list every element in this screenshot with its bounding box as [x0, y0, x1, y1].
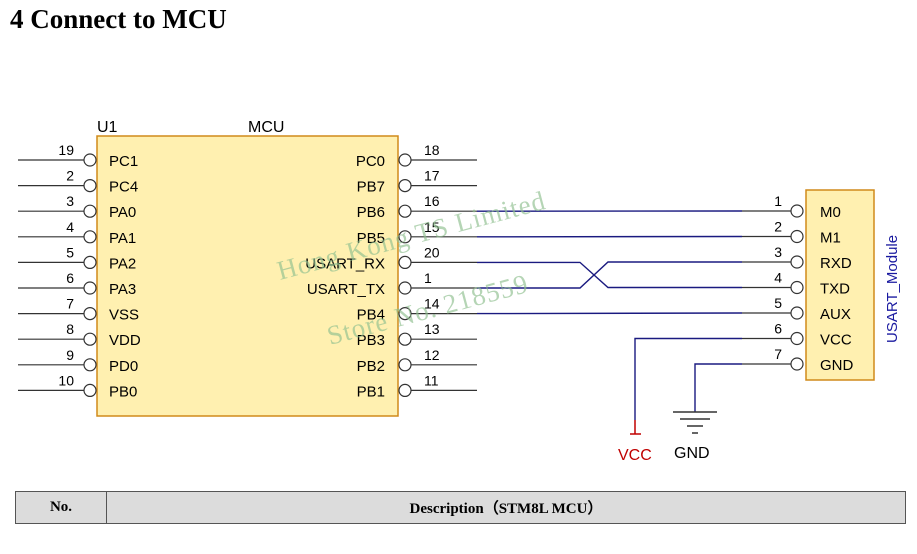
- mcu-pin-label: USART_TX: [307, 281, 385, 298]
- module-pin-number: 7: [774, 346, 782, 362]
- mcu-pin-number: 11: [424, 372, 439, 388]
- mcu-pin-circle: [398, 204, 412, 218]
- mcu-pin-circle: [398, 153, 412, 167]
- mcu-pin-circle: [83, 281, 97, 295]
- mcu-pin-circle: [83, 358, 97, 372]
- mcu-pin-label: PB4: [357, 307, 385, 324]
- mcu-pin-label: PC0: [356, 153, 385, 170]
- module-pin-label: VCC: [820, 332, 852, 349]
- module-pin-label: TXD: [820, 281, 850, 298]
- mcu-pin-label: VSS: [109, 307, 139, 324]
- mcu-pin-number: 4: [66, 219, 74, 235]
- mcu-pin-label: PB1: [357, 383, 385, 400]
- mcu-pin-label: PC4: [109, 179, 138, 196]
- mcu-pin-label: PA1: [109, 230, 136, 247]
- usart-module-name: USART_Module: [884, 235, 901, 343]
- mcu-pin-number: 13: [424, 321, 440, 337]
- mcu-pin-number: 8: [66, 321, 74, 337]
- mcu-name-label: MCU: [248, 119, 284, 136]
- mcu-pin-label: PB0: [109, 383, 137, 400]
- module-pin-circle: [790, 229, 804, 244]
- module-pin-label: GND: [820, 357, 854, 374]
- mcu-pin-number: 3: [66, 193, 74, 209]
- net-wire: [476, 312, 743, 315]
- mcu-pin-circle: [83, 179, 97, 193]
- mcu-pin-number: 16: [424, 193, 440, 209]
- mcu-pin-circle: [398, 281, 412, 295]
- mcu-pin-number: 2: [66, 168, 74, 184]
- net-wire: [634, 337, 742, 420]
- mcu-pin-number: 5: [66, 244, 74, 260]
- usart-module-body: [805, 189, 875, 381]
- mcu-pin-circle: [83, 383, 97, 397]
- mcu-pin-circle: [83, 332, 97, 346]
- description-table-header: No. Description（STM8L MCU）: [15, 491, 906, 524]
- mcu-pin-label: VDD: [109, 332, 141, 349]
- mcu-pin-circle: [398, 179, 412, 193]
- mcu-pin-circle: [83, 204, 97, 218]
- mcu-pin-label: PD0: [109, 358, 138, 375]
- mcu-ref-label: U1: [97, 119, 118, 136]
- module-pin-label: AUX: [820, 306, 851, 323]
- module-pin-label: M0: [820, 204, 841, 221]
- module-pin-circle: [790, 280, 804, 295]
- mcu-pin-circle: [398, 383, 412, 397]
- column-no: No.: [15, 491, 107, 524]
- module-pin-circle: [790, 204, 804, 218]
- mcu-pin-circle: [398, 358, 412, 372]
- vcc-symbol: VCC: [618, 420, 652, 464]
- module-pin-circle: [790, 306, 804, 320]
- mcu-pin-number: 14: [424, 296, 440, 312]
- schematic-diagram: U1 MCU USART_Module 19PC12PC43PA04PA15PA…: [18, 119, 901, 464]
- mcu-pin-number: 15: [424, 219, 440, 235]
- mcu-pin-label: PA0: [109, 204, 136, 221]
- mcu-pin-number: 20: [424, 244, 440, 260]
- mcu-pin-number: 18: [424, 142, 440, 158]
- mcu-pin-circle: [83, 255, 97, 269]
- module-pin-number: 2: [774, 219, 782, 235]
- mcu-pin-number: 1: [424, 270, 432, 286]
- module-pin-number: 3: [774, 244, 782, 260]
- module-pin-circle: [790, 331, 804, 346]
- mcu-pin-label: PB6: [357, 204, 385, 221]
- module-pin-circle: [790, 357, 804, 371]
- gnd-symbol: GND: [673, 411, 717, 462]
- net-wire: [694, 363, 742, 412]
- module-pin-number: 4: [774, 270, 782, 286]
- mcu-pin-label: PB2: [357, 358, 385, 375]
- mcu-pin-label: PC1: [109, 153, 138, 170]
- mcu-pin-label: USART_RX: [305, 255, 385, 272]
- mcu-pin-number: 6: [66, 270, 74, 286]
- mcu-pin-number: 10: [58, 372, 74, 388]
- module-pin-number: 1: [774, 193, 782, 209]
- mcu-pin-number: 7: [66, 296, 74, 312]
- gnd-label: GND: [674, 445, 710, 462]
- mcu-pin-circle: [83, 307, 97, 321]
- mcu-pin-label: PA3: [109, 281, 136, 298]
- mcu-pin-label: PB3: [357, 332, 385, 349]
- mcu-pin-label: PB5: [357, 230, 385, 247]
- page-title: 4 Connect to MCU: [10, 4, 227, 34]
- mcu-pin-label: PA2: [109, 255, 136, 272]
- module-pin-label: M1: [820, 230, 841, 247]
- mcu-pin-number: 19: [58, 142, 74, 158]
- mcu-pin-number: 12: [424, 347, 440, 363]
- vcc-label: VCC: [618, 447, 652, 464]
- mcu-pin-label: PB7: [357, 179, 385, 196]
- mcu-pin-circle: [398, 255, 412, 269]
- net-wire: [477, 261, 742, 289]
- mcu-pin-circle: [83, 153, 97, 167]
- mcu-pin-number: 17: [424, 168, 440, 184]
- column-description: Description（STM8L MCU）: [106, 491, 906, 524]
- mcu-pin-circle: [83, 230, 97, 244]
- module-pin-circle: [790, 255, 804, 269]
- mcu-pin-circle: [398, 332, 412, 346]
- module-pin-number: 6: [774, 321, 782, 337]
- mcu-pin-number: 9: [66, 347, 74, 363]
- module-pin-label: RXD: [820, 255, 852, 272]
- mcu-chip-body: [96, 135, 399, 417]
- module-pin-number: 5: [774, 295, 782, 311]
